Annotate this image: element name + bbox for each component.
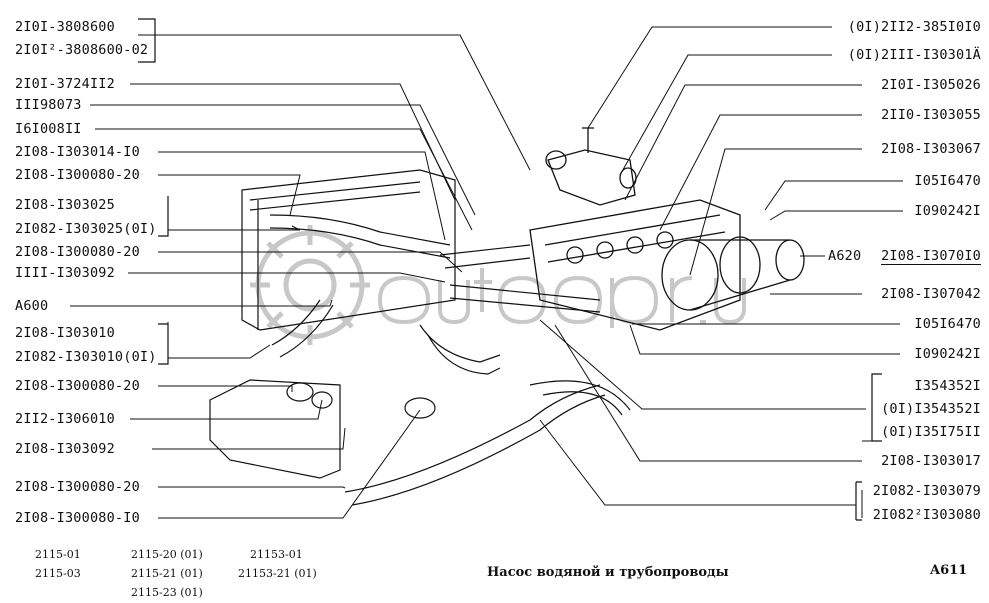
part-label-left-19: 2I08-I300080-I0 <box>15 510 140 526</box>
part-label-right-17: 2I082-I303079 <box>872 483 981 499</box>
part-label-left-10: 2I08-I300080-20 <box>15 244 140 260</box>
page-id: A611 <box>930 563 968 578</box>
model-code-3b: 21153-21 (01) <box>238 567 317 580</box>
part-label-right-6: I05I6470 <box>914 173 981 189</box>
diagram-caption: Насос водяной и трубопроводы <box>487 565 729 580</box>
part-label-left-8: 2I08-I303025 <box>15 197 115 213</box>
part-label-right-9: 2I08-I3070I0 <box>881 248 981 265</box>
model-code-2b: 2115-21 (01) <box>131 567 203 580</box>
water-pump <box>661 236 805 311</box>
part-label-right-15: (0I)I35I75II <box>881 424 981 440</box>
part-label-left-16: 2II2-I306010 <box>15 411 115 427</box>
part-label-left-17: 2I08-I303092 <box>15 441 115 457</box>
part-label-right-14: (0I)I354352I <box>881 401 981 417</box>
engine-block <box>530 200 740 330</box>
part-label-left-4: III98073 <box>15 97 82 113</box>
part-label-left-11: IIII-I303092 <box>15 265 115 281</box>
part-label-right-1: (0I)2II2-385I0I0 <box>847 19 981 35</box>
part-label-right-8: A620 <box>828 248 862 264</box>
watermark-text <box>380 268 744 328</box>
part-label-left-15: 2I08-I300080-20 <box>15 378 140 394</box>
part-label-right-13: I354352I <box>914 378 981 394</box>
part-label-left-2: 2I0I²-3808600-02 <box>15 42 149 58</box>
part-label-left-9: 2I082-I303025(0I) <box>15 221 157 237</box>
part-label-right-16: 2I08-I303017 <box>881 453 981 469</box>
leader-lines <box>70 27 903 518</box>
part-label-right-7: I090242I <box>914 203 981 219</box>
hoses <box>270 215 630 505</box>
thermostat-housing <box>545 128 637 205</box>
model-code-1a: 2115-01 <box>35 548 81 561</box>
model-code-2a: 2115-20 (01) <box>131 548 203 561</box>
part-label-left-1: 2I0I-3808600 <box>15 19 115 35</box>
part-label-right-5: 2I08-I303067 <box>881 141 981 157</box>
model-code-1b: 2115-03 <box>35 567 81 580</box>
part-label-left-13: 2I08-I303010 <box>15 325 115 341</box>
part-label-left-12: A600 <box>15 298 49 314</box>
part-label-left-3: 2I0I-3724II2 <box>15 76 115 92</box>
part-label-left-5: I6I008II <box>15 121 82 137</box>
model-code-3a: 21153-01 <box>250 548 303 561</box>
part-label-left-6: 2I08-I303014-I0 <box>15 144 140 160</box>
part-label-left-7: 2I08-I300080-20 <box>15 167 140 183</box>
watermark-logo <box>250 225 370 345</box>
part-label-right-11: I05I6470 <box>914 316 981 332</box>
brackets <box>138 19 882 520</box>
part-label-right-12: I090242I <box>914 346 981 362</box>
radiator <box>242 170 455 330</box>
expansion-tank <box>210 380 436 478</box>
part-label-right-18: 2I082²I303080 <box>872 507 981 523</box>
part-label-right-10: 2I08-I307042 <box>881 286 981 302</box>
part-label-left-14: 2I082-I303010(0I) <box>15 349 157 365</box>
part-label-left-18: 2I08-I300080-20 <box>15 479 140 495</box>
model-code-2c: 2115-23 (01) <box>131 586 203 599</box>
part-label-right-2: (0I)2III-I30301Ä <box>847 47 981 63</box>
part-label-right-3: 2I0I-I305026 <box>881 77 981 93</box>
part-label-right-4: 2II0-I303055 <box>881 107 981 123</box>
